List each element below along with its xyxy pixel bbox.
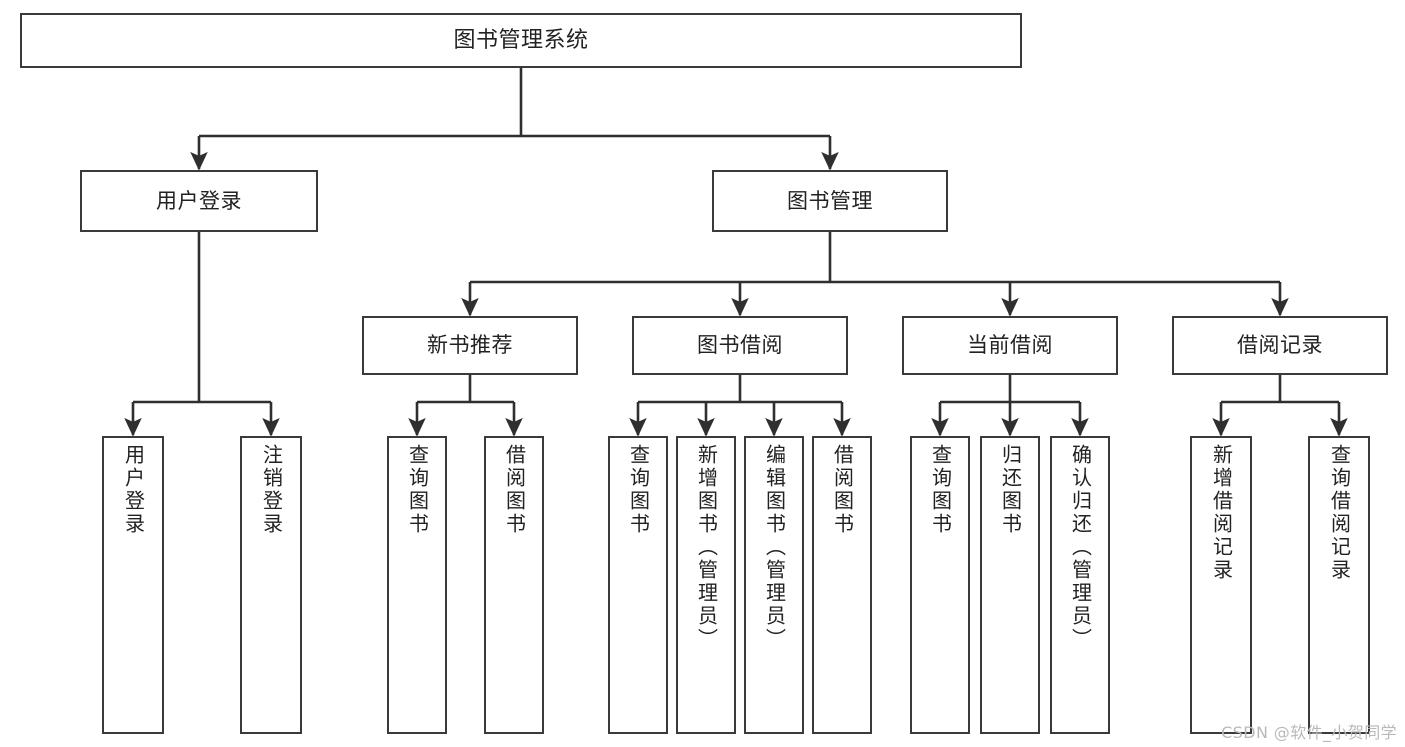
node-leaf-add-book[interactable]: 新增图书（管理员） <box>676 436 736 734</box>
node-label-leaf-add-record: 新增借阅记录 <box>1209 444 1234 582</box>
node-current-borrow[interactable]: 当前借阅 <box>902 316 1118 375</box>
node-leaf-borrow-book-1[interactable]: 借阅图书 <box>484 436 544 734</box>
node-book-borrow[interactable]: 图书借阅 <box>632 316 848 375</box>
node-label-leaf-query-book-3: 查询图书 <box>928 444 953 536</box>
node-label-book-borrow: 图书借阅 <box>697 333 783 358</box>
node-book-manage[interactable]: 图书管理 <box>712 170 948 232</box>
node-root[interactable]: 图书管理系统 <box>20 13 1022 68</box>
node-label-leaf-add-book: 新增图书（管理员） <box>694 444 719 651</box>
node-label-leaf-borrow-book-1: 借阅图书 <box>502 444 527 536</box>
node-label-current-borrow: 当前借阅 <box>967 333 1053 358</box>
node-leaf-query-book-1[interactable]: 查询图书 <box>387 436 447 734</box>
node-leaf-edit-book[interactable]: 编辑图书（管理员） <box>744 436 804 734</box>
node-label-leaf-query-record: 查询借阅记录 <box>1327 444 1352 582</box>
node-label-root: 图书管理系统 <box>453 27 589 53</box>
node-leaf-return-book[interactable]: 归还图书 <box>980 436 1040 734</box>
node-label-leaf-logout: 注销登录 <box>259 444 284 536</box>
node-label-leaf-borrow-book-2: 借阅图书 <box>830 444 855 536</box>
node-label-user-login: 用户登录 <box>156 188 242 213</box>
node-label-leaf-return-book: 归还图书 <box>998 444 1023 536</box>
csdn-watermark: CSDN @软件_小贺同学 <box>1221 723 1397 742</box>
node-leaf-logout[interactable]: 注销登录 <box>240 436 302 734</box>
node-user-login[interactable]: 用户登录 <box>80 170 318 232</box>
node-leaf-confirm-return[interactable]: 确认归还（管理员） <box>1050 436 1110 734</box>
node-leaf-query-book-2[interactable]: 查询图书 <box>608 436 668 734</box>
node-leaf-query-record[interactable]: 查询借阅记录 <box>1308 436 1370 734</box>
node-leaf-add-record[interactable]: 新增借阅记录 <box>1190 436 1252 734</box>
node-label-leaf-user-login: 用户登录 <box>121 444 146 536</box>
node-label-leaf-query-book-1: 查询图书 <box>405 444 430 536</box>
node-label-book-manage: 图书管理 <box>787 188 873 213</box>
node-label-leaf-query-book-2: 查询图书 <box>626 444 651 536</box>
node-label-new-book-rec: 新书推荐 <box>427 333 513 358</box>
node-new-book-rec[interactable]: 新书推荐 <box>362 316 578 375</box>
node-label-borrow-record: 借阅记录 <box>1237 333 1323 358</box>
node-label-leaf-edit-book: 编辑图书（管理员） <box>762 444 787 651</box>
node-borrow-record[interactable]: 借阅记录 <box>1172 316 1388 375</box>
node-leaf-user-login[interactable]: 用户登录 <box>102 436 164 734</box>
node-leaf-borrow-book-2[interactable]: 借阅图书 <box>812 436 872 734</box>
node-leaf-query-book-3[interactable]: 查询图书 <box>910 436 970 734</box>
node-label-leaf-confirm-return: 确认归还（管理员） <box>1068 444 1093 651</box>
